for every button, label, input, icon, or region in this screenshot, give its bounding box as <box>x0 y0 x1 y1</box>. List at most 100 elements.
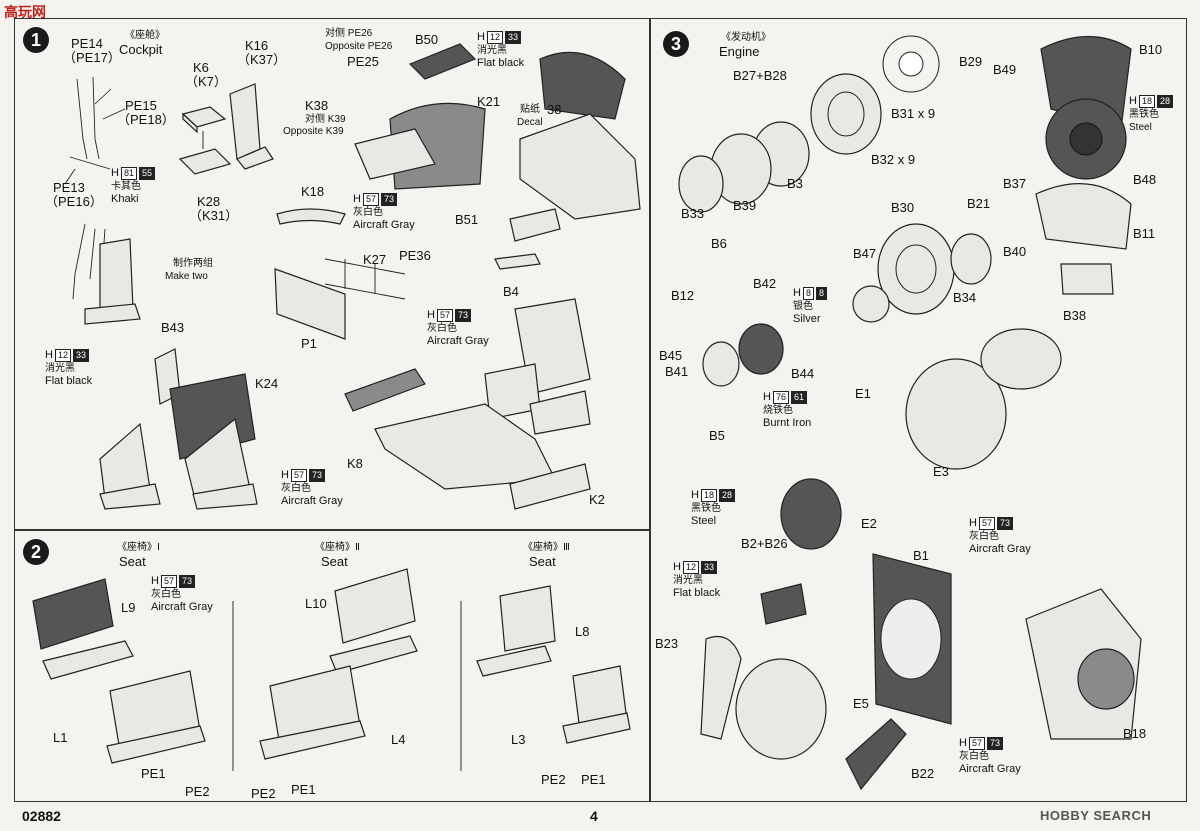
part-label: B6 <box>711 236 727 251</box>
part-label: 对侧 K39 <box>305 114 346 125</box>
part-label: B39 <box>733 198 757 213</box>
part-label: PE36 <box>399 248 431 263</box>
step-number: 1 <box>23 27 49 53</box>
part-label: L4 <box>391 732 406 747</box>
section-title-en: Seat <box>119 554 146 569</box>
part-label: PE14 <box>71 36 103 51</box>
decal-label-en: Decal <box>517 117 543 128</box>
part-label: B51 <box>455 212 479 227</box>
part-label: B3 <box>787 176 803 191</box>
part-label: L3 <box>511 732 526 747</box>
part-label: （K37） <box>237 52 287 67</box>
part-label: E2 <box>861 516 877 531</box>
part-label: B4 <box>503 284 519 299</box>
part-label: B44 <box>791 366 815 381</box>
part-label: B48 <box>1133 172 1157 187</box>
part-label: B43 <box>161 320 185 335</box>
part-label: Opposite PE26 <box>325 41 393 52</box>
part-label: PE1 <box>291 782 316 797</box>
part-label: K16 <box>245 38 269 53</box>
note-cn: 制作两组 <box>173 258 213 269</box>
part-label: B41 <box>665 364 689 379</box>
part-label: B42 <box>753 276 777 291</box>
part-label: L8 <box>575 624 590 639</box>
part-label: （K31） <box>189 208 239 223</box>
section-title-cn: 《座舱》 <box>125 30 165 41</box>
part-label: K24 <box>255 376 279 391</box>
part-label: L10 <box>305 596 327 611</box>
seat-illustration <box>32 568 631 771</box>
section-title-cn: 《座椅》Ⅲ <box>523 542 570 553</box>
page-number: 4 <box>590 808 598 824</box>
part-label: E3 <box>933 464 949 479</box>
section-title-en: Cockpit <box>119 42 163 57</box>
engine-illustration <box>678 35 1142 791</box>
part-label: PE2 <box>185 784 210 799</box>
part-label: B29 <box>959 54 983 69</box>
section-title-cn: 《发动机》 <box>721 32 771 43</box>
part-label: B50 <box>415 32 439 47</box>
part-label: Opposite K39 <box>283 126 344 137</box>
section-title-en: Seat <box>529 554 556 569</box>
part-label: PE1 <box>141 766 166 781</box>
step-number: 3 <box>663 31 689 57</box>
product-code: 02882 <box>22 808 61 824</box>
part-label: 对侧 PE26 <box>325 28 373 39</box>
step-number: 2 <box>23 539 49 565</box>
part-label: P1 <box>301 336 317 351</box>
part-label: B45 <box>659 348 683 363</box>
part-label: （K7） <box>185 74 227 89</box>
part-label: B30 <box>891 200 915 215</box>
part-label: B2+B26 <box>741 536 788 551</box>
part-label: B31 x 9 <box>891 106 936 121</box>
part-label: PE1 <box>581 772 606 787</box>
part-label: B34 <box>953 290 977 305</box>
part-label: B10 <box>1139 42 1163 57</box>
part-label: K28 <box>197 194 221 209</box>
part-label: B33 <box>681 206 705 221</box>
decal-number: 38 <box>547 102 562 117</box>
part-label: K38 <box>305 98 329 113</box>
part-label: K2 <box>589 492 605 507</box>
part-label: B40 <box>1003 244 1027 259</box>
part-label: B22 <box>911 766 935 781</box>
step-1-panel: 1 《座舱》 Cockpit PE14 （PE17） PE15 （PE18） P… <box>14 18 650 530</box>
part-label: PE15 <box>125 98 157 113</box>
note-en: Make two <box>165 271 208 282</box>
part-label: B12 <box>671 288 695 303</box>
part-label: PE2 <box>541 772 566 787</box>
part-label: PE25 <box>347 54 379 69</box>
section-title-cn: 《座椅》Ⅱ <box>315 542 360 553</box>
part-label: B37 <box>1003 176 1027 191</box>
part-label: E5 <box>853 696 869 711</box>
part-label: B38 <box>1063 308 1087 323</box>
part-label: （PE16） <box>45 194 103 209</box>
part-label: B18 <box>1123 726 1147 741</box>
part-label: K21 <box>477 94 501 109</box>
part-label: PE2 <box>251 786 276 801</box>
part-label: B49 <box>993 62 1017 77</box>
section-title-cn: 《座椅》Ⅰ <box>117 542 160 553</box>
part-label: B1 <box>913 548 929 563</box>
part-label: B23 <box>655 636 679 651</box>
decal-label-cn: 贴纸 <box>520 104 540 115</box>
section-title-en: Engine <box>719 44 760 59</box>
part-label: B32 x 9 <box>871 152 916 167</box>
part-label: B21 <box>967 196 991 211</box>
part-label: K8 <box>347 456 363 471</box>
part-label: （PE18） <box>117 112 175 127</box>
part-label: PE13 <box>53 180 85 195</box>
part-label: B27+B28 <box>733 68 787 83</box>
